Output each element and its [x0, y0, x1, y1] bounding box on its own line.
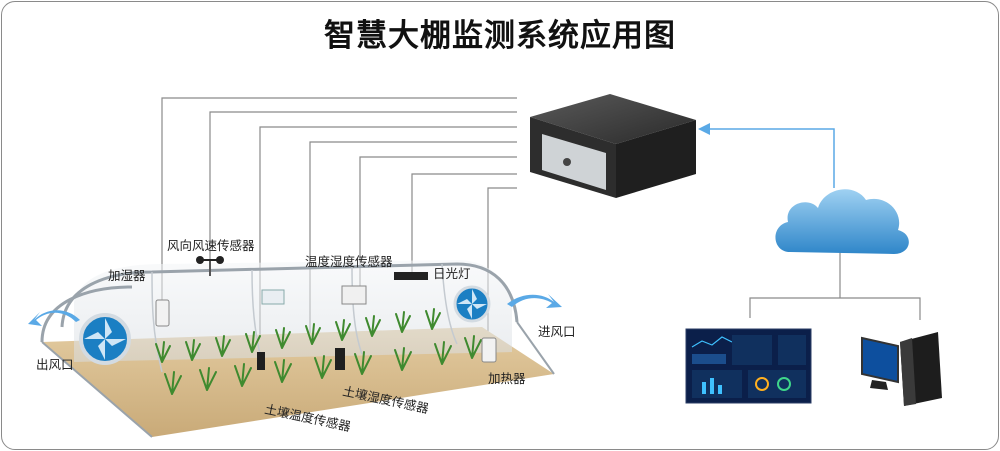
computer-icon [861, 332, 942, 406]
diagram-title: 智慧大棚监测系统应用图 [324, 18, 676, 54]
server-device [530, 94, 696, 198]
crop-rows [155, 308, 482, 395]
label-heater: 加热器 [488, 371, 526, 386]
soil-sensor-device-2 [335, 348, 345, 370]
wind-sensor-device [196, 256, 224, 276]
fan-inlet-icon [453, 285, 491, 323]
inlet-arrow-icon [507, 294, 562, 308]
cloud-icon [775, 189, 909, 254]
sun-lamp-device [394, 272, 428, 280]
outlet-arrow-icon [28, 310, 80, 326]
temp-sensor-box-1 [261, 289, 285, 305]
soil-sensor-device-1 [257, 352, 265, 370]
humidifier-device [155, 299, 170, 327]
heater-device [481, 337, 497, 363]
greenhouse-arch [40, 260, 555, 438]
label-wind-sensor: 风向风速传感器 [167, 238, 255, 253]
temp-humidity-sensor-device [341, 285, 367, 305]
label-sun-lamp: 日光灯 [433, 266, 471, 281]
label-inlet: 进风口 [538, 324, 576, 339]
label-humidifier: 加湿器 [108, 268, 146, 283]
label-temp-humidity-sensor: 温度湿度传感器 [305, 254, 393, 269]
label-outlet: 出风口 [36, 357, 74, 372]
dashboard-screen [685, 328, 812, 404]
cloud-to-server-line [698, 123, 835, 188]
fan-outlet-icon [79, 313, 131, 365]
